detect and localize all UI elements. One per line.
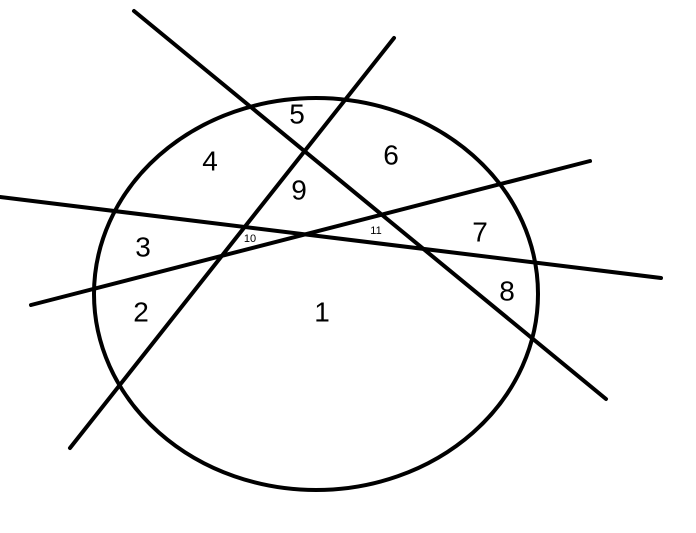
region-11-label: 11 <box>370 225 381 237</box>
region-8-label: 8 <box>499 275 515 306</box>
region-7-label: 7 <box>472 216 488 247</box>
region-5-label: 5 <box>289 98 305 129</box>
line-near-horizontal-descending <box>0 195 663 280</box>
line-diagonal-descending <box>132 9 608 401</box>
region-3-label: 3 <box>135 231 151 262</box>
region-4-label: 4 <box>202 145 218 176</box>
region-2-label: 2 <box>133 296 149 327</box>
region-1-label: 1 <box>314 296 330 327</box>
region-9-label: 9 <box>291 174 307 205</box>
line-diagonal-ascending <box>68 36 396 450</box>
region-6-label: 6 <box>383 139 399 170</box>
region-10-label: 10 <box>244 233 256 245</box>
main-circle <box>92 96 540 492</box>
line-near-horizontal-ascending <box>29 159 592 307</box>
